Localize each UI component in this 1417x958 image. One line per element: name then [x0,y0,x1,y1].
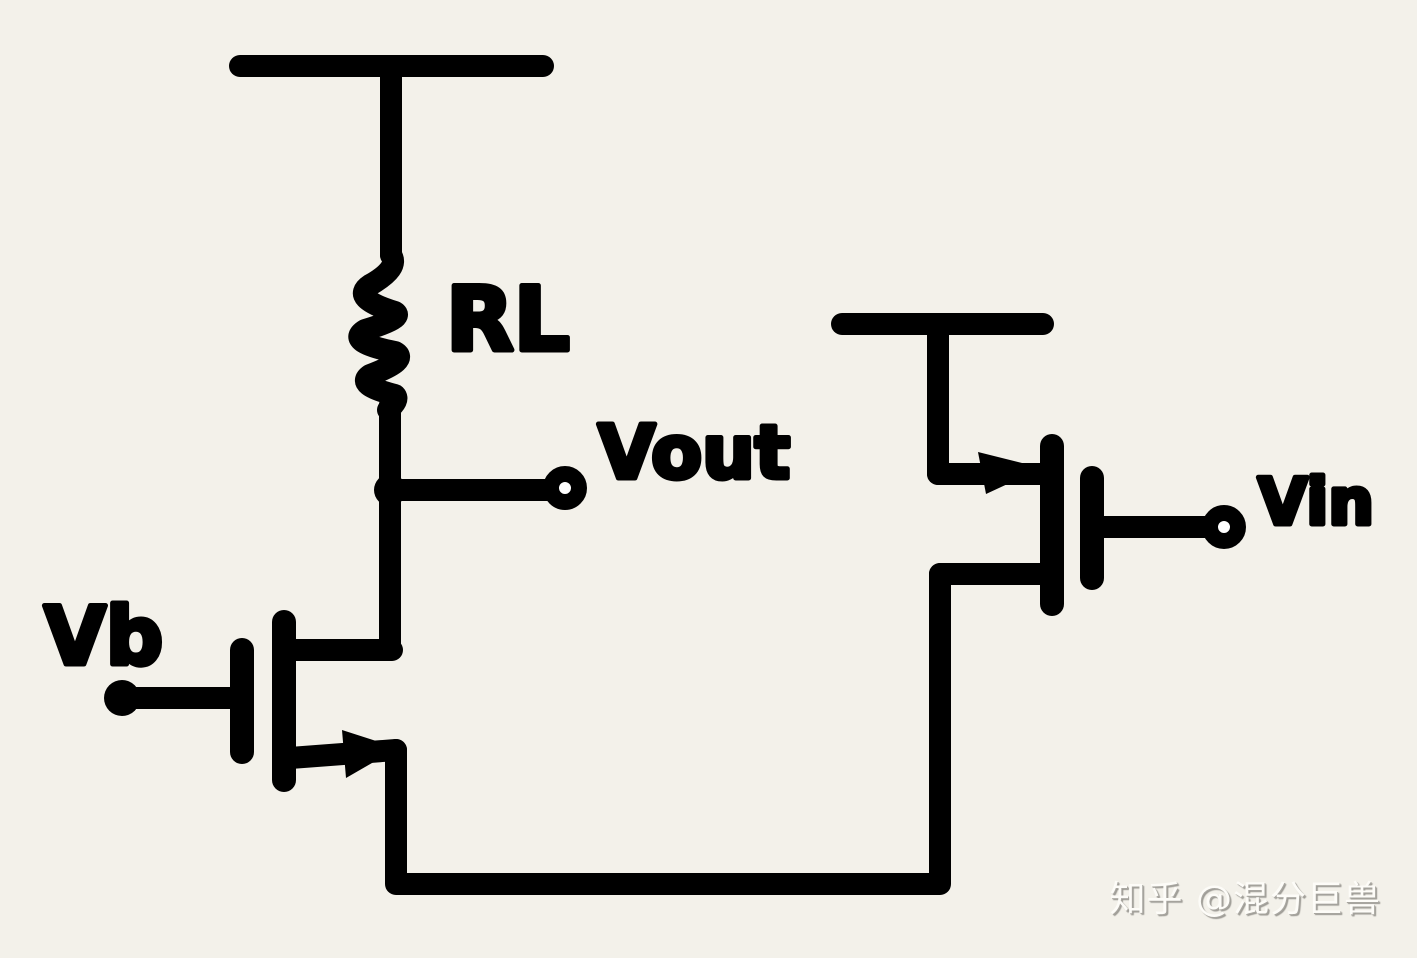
load-resistor-label: RL [446,268,570,371]
wire-bottom-loop [385,563,951,895]
bias-terminal[interactable] [104,680,140,716]
watermark: 知乎 @混分巨兽 [1109,879,1381,920]
output-label: Vout [598,410,790,496]
pmos-source-arrow [978,452,1042,494]
output-terminal[interactable] [543,466,587,510]
bias-label: Vb [44,590,163,683]
input-label: Vin [1258,466,1374,540]
nmos-source-arrow [342,730,398,778]
load-resistor [348,244,411,421]
input-terminal[interactable] [1202,505,1246,549]
